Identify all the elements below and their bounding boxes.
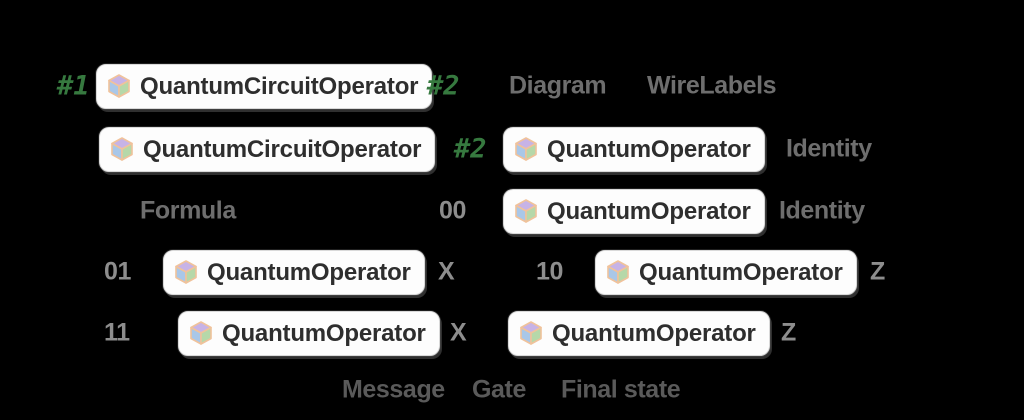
string-final-state: Final state <box>561 375 681 404</box>
quantum-operator-box[interactable]: QuantumOperator <box>508 311 770 356</box>
string-wirelabels: WireLabels <box>647 71 777 100</box>
string-01: 01 <box>104 257 132 286</box>
string-10: 10 <box>536 257 564 286</box>
box-label: QuantumOperator <box>207 258 411 286</box>
string-gate: Gate <box>472 375 526 404</box>
string-formula: Formula <box>140 196 236 225</box>
quantum-operator-box[interactable]: QuantumOperator <box>595 250 857 295</box>
string-11: 11 <box>104 318 130 347</box>
quantum-operator-box[interactable]: QuantumOperator <box>503 189 765 234</box>
box-label: QuantumOperator <box>222 319 426 347</box>
box-label: QuantumOperator <box>639 258 843 286</box>
quantum-operator-box[interactable]: QuantumOperator <box>503 127 765 172</box>
string-message: Message <box>342 375 445 404</box>
slot-2: #2 <box>454 133 487 165</box>
quantum-operator-box[interactable]: QuantumOperator <box>163 250 425 295</box>
slot-2: #2 <box>427 70 460 102</box>
string-x: X <box>450 318 467 347</box>
quantum-circuit-operator-box[interactable]: QuantumCircuitOperator <box>99 127 436 172</box>
quantum-operator-box[interactable]: QuantumOperator <box>178 311 440 356</box>
string-identity: Identity <box>786 134 872 163</box>
cube-icon <box>110 136 134 163</box>
cube-icon <box>606 259 630 286</box>
string-diagram: Diagram <box>509 71 607 100</box>
box-label: QuantumCircuitOperator <box>143 135 422 163</box>
cube-icon <box>107 73 131 100</box>
quantum-circuit-operator-box[interactable]: QuantumCircuitOperator <box>96 64 433 109</box>
box-label: QuantumOperator <box>547 135 751 163</box>
cube-icon <box>514 198 538 225</box>
cube-icon <box>174 259 198 286</box>
string-x: X <box>438 257 455 286</box>
cube-icon <box>519 320 543 347</box>
box-label: QuantumOperator <box>552 319 756 347</box>
cube-icon <box>189 320 213 347</box>
box-label: QuantumOperator <box>547 197 751 225</box>
cube-icon <box>514 136 538 163</box>
box-label: QuantumCircuitOperator <box>140 72 419 100</box>
string-00: 00 <box>439 196 467 225</box>
string-z: Z <box>870 257 885 286</box>
string-z: Z <box>781 318 796 347</box>
slot-1: #1 <box>57 70 90 102</box>
string-identity: Identity <box>779 196 865 225</box>
